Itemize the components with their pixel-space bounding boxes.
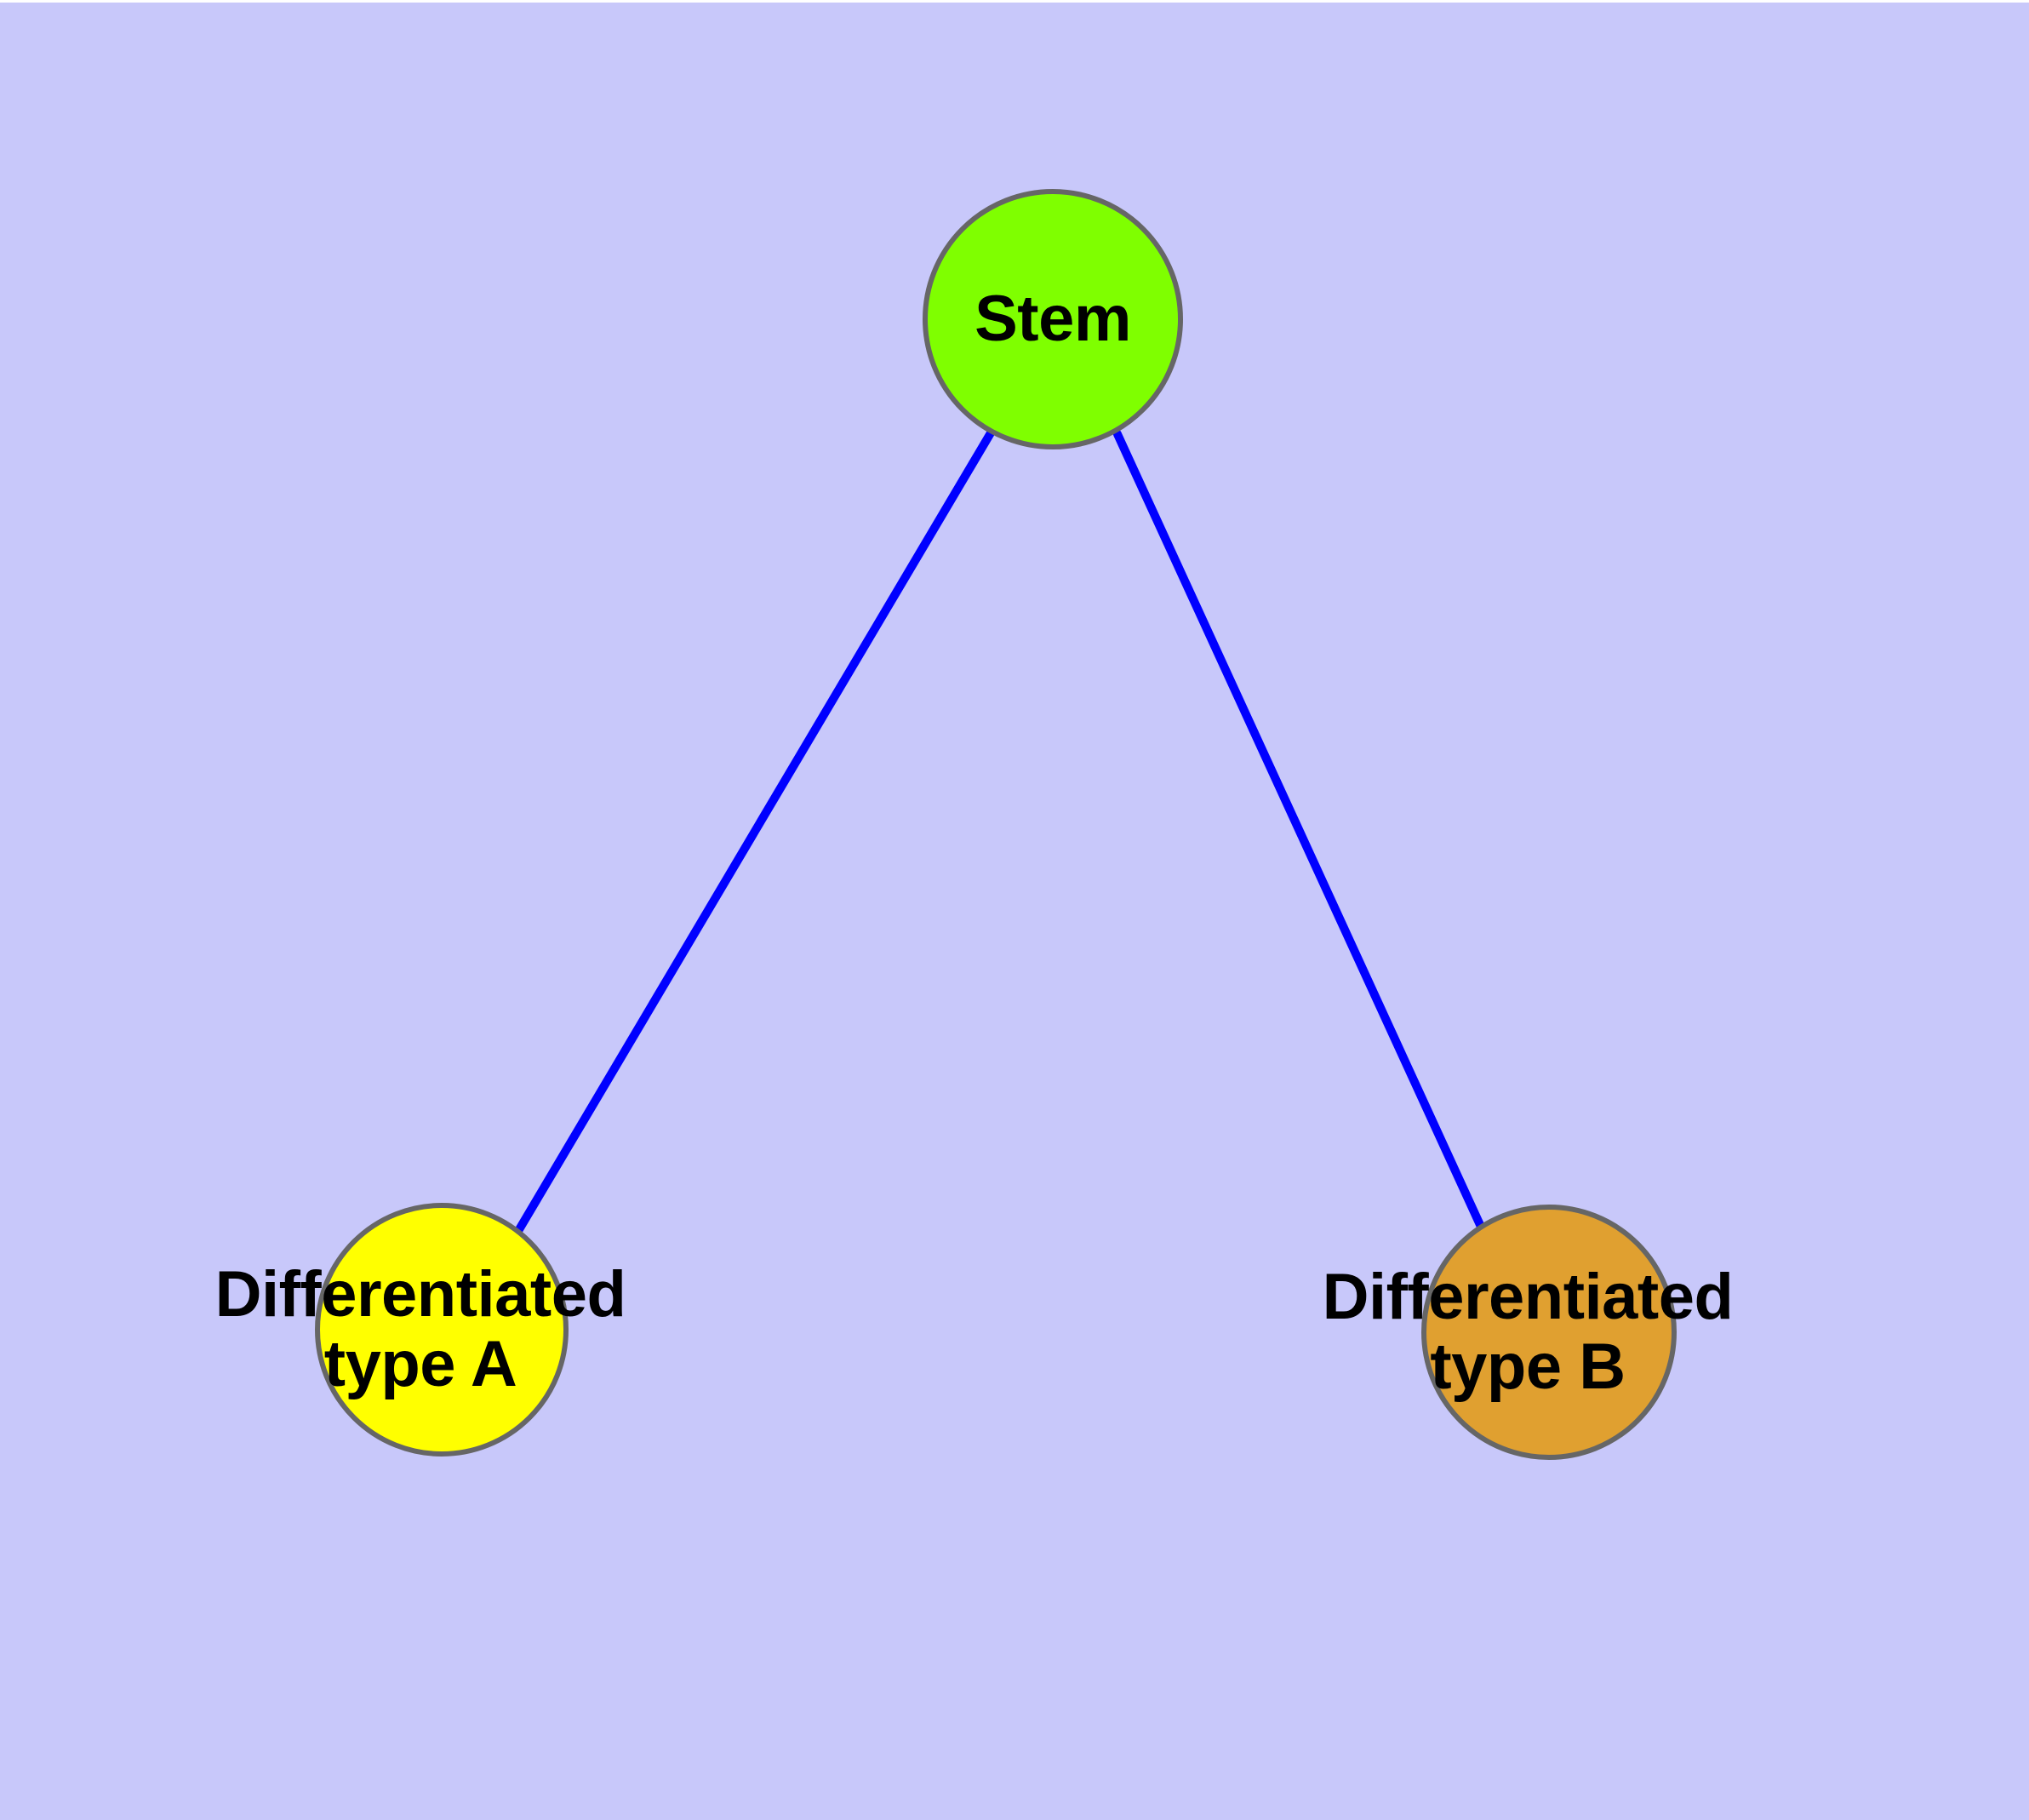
canvas-top-edge-strip [0,0,2029,3]
node-differentiated-type-a[interactable] [315,1203,569,1457]
edge-stem-to-type-b [1113,430,1485,1231]
node-stem[interactable] [923,189,1183,449]
node-layer [315,189,1677,1460]
edge-stem-to-type-a [514,427,996,1235]
edge-layer [514,427,1485,1235]
node-differentiated-type-b[interactable] [1421,1205,1677,1460]
